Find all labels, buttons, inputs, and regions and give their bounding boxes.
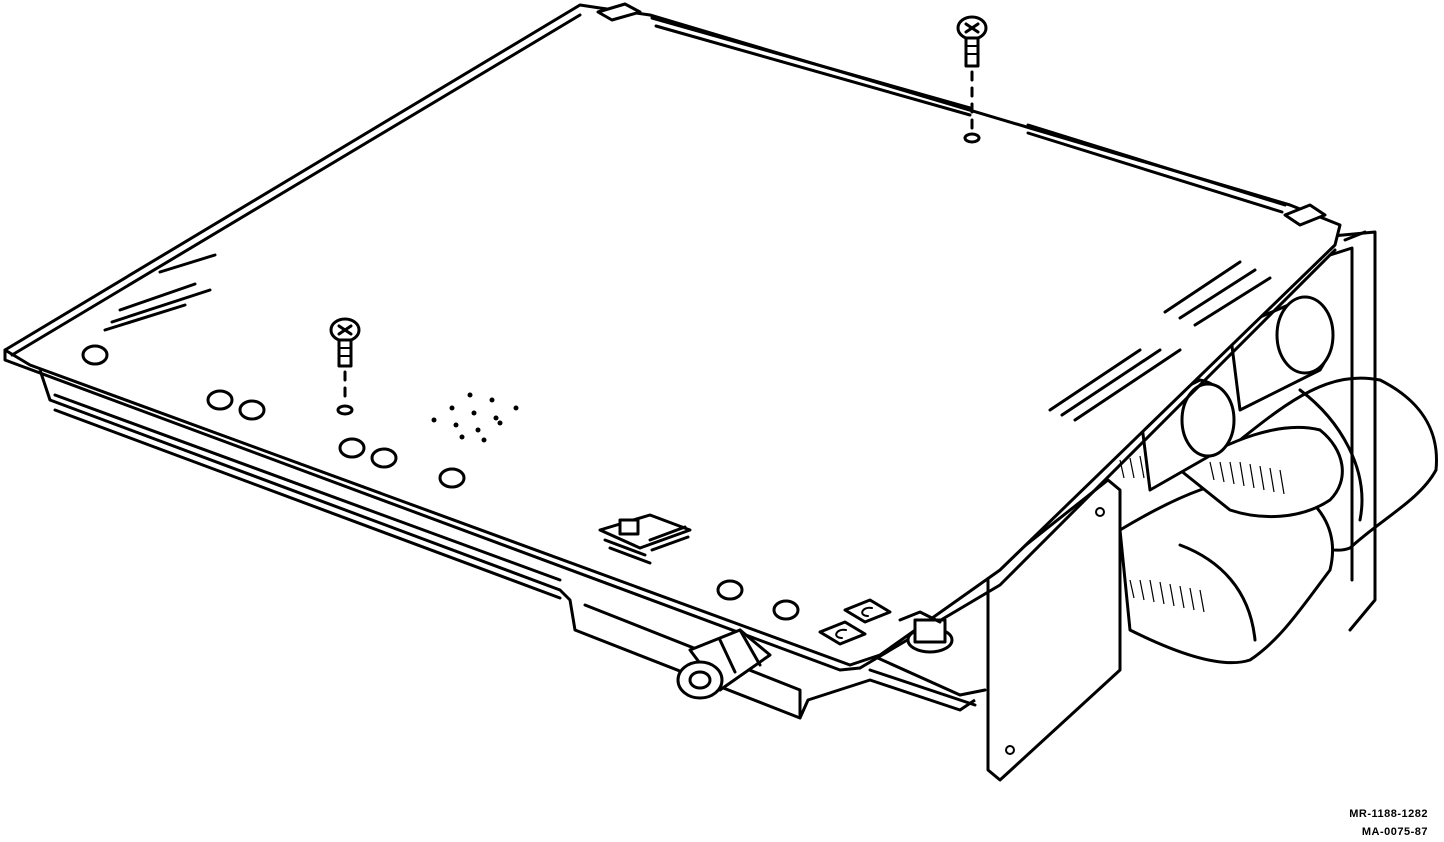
bnc-connector-icon <box>676 628 772 700</box>
front-panel-plate <box>986 478 1122 782</box>
board-pads <box>81 344 800 621</box>
main-board <box>3 3 1342 672</box>
c-markings <box>818 598 892 646</box>
standoff-hardware <box>898 610 954 654</box>
dot-grid <box>431 392 519 443</box>
board-edge-rails <box>596 2 1327 227</box>
panel-hole-lower <box>1005 745 1015 755</box>
silkscreen-marks <box>103 253 1272 422</box>
ribbon-cable-icon <box>1118 376 1438 665</box>
figure-reference-code: MA-0075-87 <box>1361 826 1428 838</box>
board-logo-mark <box>598 513 692 565</box>
screw-icon <box>956 15 988 144</box>
figure-reference-code: MR-1188-1282 <box>1349 808 1428 820</box>
screw-icon <box>329 317 361 416</box>
panel-hole-upper <box>1095 507 1105 517</box>
